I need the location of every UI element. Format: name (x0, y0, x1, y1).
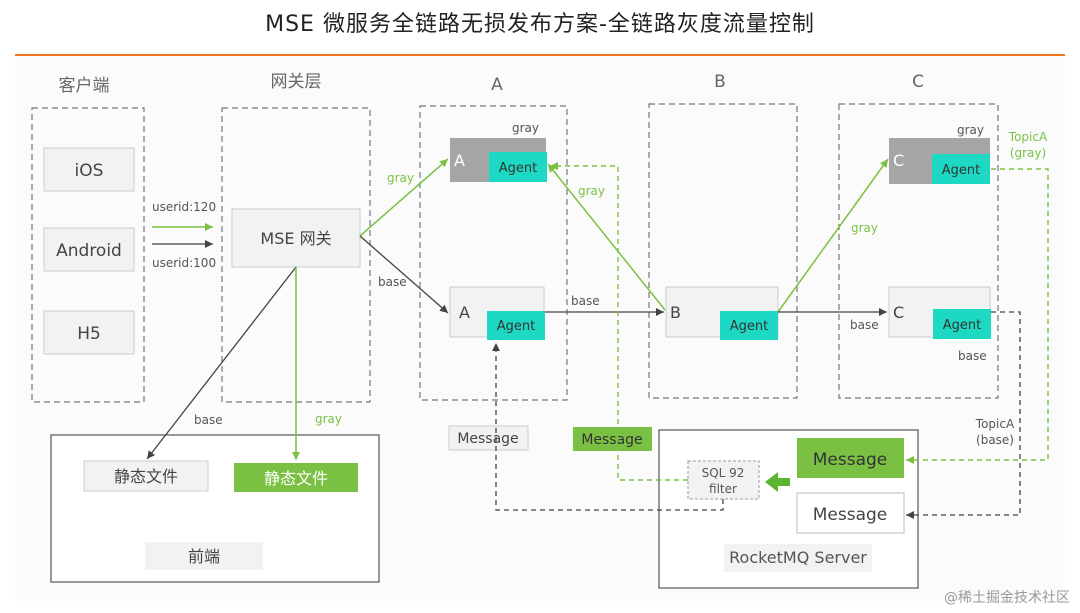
rocketmq-message-base-label: Message (813, 505, 888, 525)
agent-a-gray (489, 152, 547, 182)
static-file-base (83, 460, 209, 492)
service-c-base-tag: base (958, 349, 987, 363)
service-c-gray-tag: gray (957, 123, 984, 137)
message-gray-tag (573, 427, 652, 451)
service-a-gray-tag: gray (512, 121, 539, 135)
arrow-gateway-to-static-base (146, 266, 297, 460)
service-c-base-label: C (893, 303, 904, 322)
rocketmq-message-gray (797, 438, 904, 478)
rocketmq-message-gray-label: Message (813, 450, 888, 470)
rocketmq-message-base (796, 492, 905, 534)
edge-label-userid-100: userid:100 (152, 256, 216, 270)
static-file-base-label: 静态文件 (114, 467, 178, 486)
edge-label-gw-gray: gray (387, 171, 414, 185)
column-client: 客户端 (59, 76, 110, 96)
edge-label-ab-base: base (571, 294, 600, 308)
agent-c-gray-label: Agent (942, 163, 980, 178)
agent-c-gray (932, 154, 990, 184)
agent-c-base (933, 309, 991, 339)
agent-a-gray-label: Agent (499, 161, 537, 176)
arrow-b-to-a-gray (547, 163, 666, 311)
client-android (43, 227, 135, 272)
column-gateway: 网关层 (271, 72, 322, 92)
message-base-tag-label: Message (457, 431, 518, 447)
column-a: A (491, 75, 503, 95)
edge-label-bc-base: base (850, 318, 879, 332)
agent-b-base (720, 311, 778, 340)
client-ios (43, 147, 135, 192)
edge-label-ab-gray: gray (578, 184, 605, 198)
filter-arrow (765, 472, 790, 492)
edge-label-gw-base: base (378, 275, 407, 289)
frontend-label: 前端 (188, 547, 220, 566)
client-android-label: Android (56, 241, 122, 261)
arrow-gateway-to-a-gray (359, 158, 449, 237)
service-b-container (648, 103, 798, 399)
sql92-filter (687, 460, 760, 500)
rocketmq-label-box (724, 544, 872, 572)
edge-label-front-gray: gray (315, 412, 342, 426)
service-a-base-label: A (459, 303, 470, 322)
client-ios-label: iOS (75, 161, 104, 181)
sql92-filter-line1: SQL 92 (702, 466, 745, 480)
topic-a-base-label-2: (base) (976, 433, 1014, 447)
service-c-container (838, 103, 999, 399)
agent-a-base-label: Agent (497, 319, 535, 334)
topic-a-gray-label-2: (gray) (1010, 146, 1046, 160)
service-b-base-label: B (670, 303, 681, 322)
page-title: MSE 微服务全链路无损发布方案-全链路灰度流量控制 (265, 12, 815, 37)
mse-gateway-label: MSE 网关 (260, 229, 331, 248)
static-file-gray (234, 463, 358, 492)
agent-c-base-label: Agent (943, 318, 981, 333)
column-b: B (714, 72, 726, 92)
arrow-b-to-c-gray (777, 158, 889, 313)
service-c-gray-label: C (893, 151, 904, 170)
client-h5 (43, 310, 135, 355)
topic-a-base-label-1: TopicA (975, 417, 1015, 431)
message-base-tag (448, 425, 529, 451)
agent-a-base (487, 311, 545, 340)
service-a-container (419, 105, 568, 401)
flow-topic-a-gray (906, 168, 1049, 464)
agent-b-base-label: Agent (730, 319, 768, 334)
title-divider (15, 54, 1065, 56)
flow-topic-a-base (906, 311, 1021, 519)
client-h5-label: H5 (77, 324, 101, 344)
edge-label-bc-gray: gray (851, 221, 878, 235)
edge-label-userid-120: userid:120 (152, 200, 216, 214)
column-c: C (912, 72, 924, 92)
arrow-gateway-to-a-base (359, 235, 449, 314)
message-gray-tag-label: Message (581, 432, 642, 448)
client-container (31, 107, 145, 403)
mse-gateway (231, 208, 361, 268)
sql92-filter-line2: filter (709, 482, 737, 496)
flow-filter-to-a-gray (550, 162, 688, 481)
static-file-gray-label: 静态文件 (264, 469, 328, 488)
edge-label-front-base: base (194, 413, 223, 427)
frontend-label-box (145, 542, 263, 570)
service-a-gray-label: A (454, 151, 465, 170)
topic-a-gray-label-1: TopicA (1008, 130, 1048, 144)
rocketmq-label: RocketMQ Server (729, 548, 867, 567)
watermark: @稀土掘金技术社区 (944, 590, 1070, 606)
